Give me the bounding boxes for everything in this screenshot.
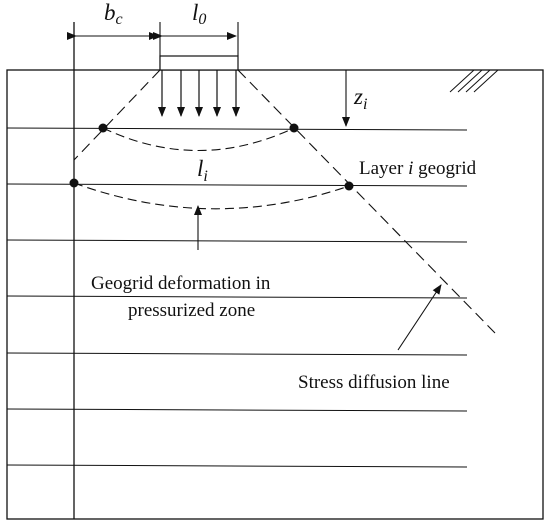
- geogrid-layer: [6, 183, 468, 187]
- geogrid-deformation-curves: [73, 127, 350, 210]
- geogrid-layer: [6, 352, 468, 356]
- node-point: [98, 123, 108, 133]
- li-label: li: [197, 156, 208, 185]
- stress-diffusion-label: Stress diffusion line: [298, 372, 450, 393]
- geogrid-layer: [6, 295, 468, 299]
- zi-label: zi: [353, 84, 367, 113]
- geogrid-layer: [6, 239, 468, 243]
- deformation-label-line1: Geogrid deformation in: [91, 273, 271, 294]
- bc-label: bc: [104, 0, 123, 28]
- layer-geogrid-label: Layer i geogrid: [359, 158, 477, 179]
- geogrid-layer: [6, 127, 468, 131]
- node-point: [344, 181, 354, 191]
- geogrid-layers: [6, 127, 468, 468]
- stress-diffusion-lines: [73, 69, 496, 334]
- stress-diffusion-line-right: [237, 69, 496, 334]
- l0-label: l0: [192, 0, 206, 28]
- deformation-label-line2: pressurized zone: [128, 300, 255, 321]
- ground-surface-hatch: [449, 69, 499, 93]
- stress-diffusion-line-left: [73, 69, 161, 161]
- diffusion-leader-arrow: [397, 284, 442, 351]
- geogrid-layer: [6, 464, 468, 468]
- node-point: [69, 178, 79, 188]
- load-arrows: [158, 70, 240, 117]
- node-point: [289, 123, 299, 133]
- geogrid-layer: [6, 408, 468, 412]
- intersection-points: [69, 123, 354, 191]
- soil-boundary: [6, 69, 544, 520]
- load-plate: [159, 55, 239, 71]
- deformation-curve-upper: [102, 127, 295, 151]
- deformation-curve-lower: [73, 182, 350, 210]
